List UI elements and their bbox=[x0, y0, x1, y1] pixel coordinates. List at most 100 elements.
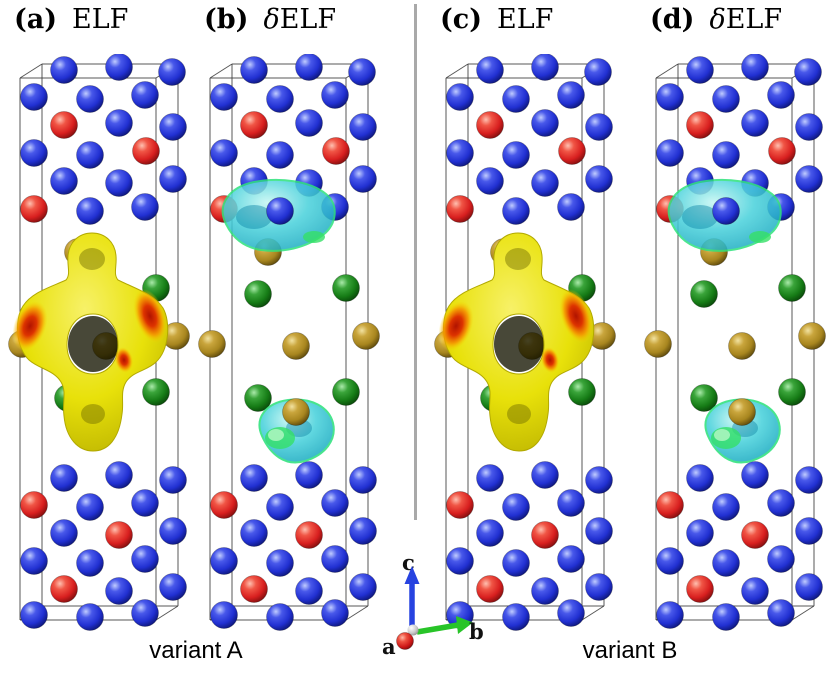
atom-red bbox=[50, 111, 78, 139]
atom-blue bbox=[476, 519, 504, 547]
atom-blue bbox=[159, 517, 187, 545]
atom-blue bbox=[585, 113, 613, 141]
atom-blue bbox=[531, 53, 559, 81]
atom-blue bbox=[585, 517, 613, 545]
atom-blue bbox=[502, 603, 530, 631]
atom-blue bbox=[767, 545, 795, 573]
panel-c-header: (c) ELF bbox=[432, 4, 618, 38]
atom-gold bbox=[282, 398, 310, 426]
crystal-structure-d bbox=[642, 53, 828, 639]
atom-blue bbox=[531, 109, 559, 137]
atom-green bbox=[778, 378, 806, 406]
crystal-structure-a bbox=[6, 53, 192, 639]
atom-gold bbox=[198, 330, 226, 358]
caption-variant-b: variant B bbox=[582, 637, 678, 664]
atom-green bbox=[568, 378, 596, 406]
atom-blue bbox=[712, 197, 740, 225]
atom-red bbox=[240, 111, 268, 139]
atom-red bbox=[20, 195, 48, 223]
atom-blue bbox=[712, 603, 740, 631]
elf-isosurface bbox=[438, 232, 595, 452]
atom-blue bbox=[557, 489, 585, 517]
panel-c-tag: (c) bbox=[440, 4, 482, 35]
atom-blue bbox=[131, 81, 159, 109]
atom-red bbox=[768, 137, 796, 165]
crystal-cell-drawing bbox=[8, 53, 190, 631]
atom-blue bbox=[76, 493, 104, 521]
atom-blue bbox=[105, 577, 133, 605]
atom-green bbox=[244, 280, 272, 308]
atom-blue bbox=[159, 573, 187, 601]
atom-blue bbox=[266, 85, 294, 113]
atom-blue bbox=[741, 461, 769, 489]
atom-blue bbox=[349, 517, 377, 545]
atom-blue bbox=[767, 489, 795, 517]
atom-blue bbox=[20, 139, 48, 167]
atom-blue bbox=[476, 56, 504, 84]
panel-b-header: (b) δELF bbox=[196, 4, 382, 38]
atom-blue bbox=[50, 167, 78, 195]
atom-blue bbox=[502, 549, 530, 577]
atom-blue bbox=[321, 599, 349, 627]
atom-green bbox=[244, 384, 272, 412]
center-divider bbox=[414, 4, 417, 520]
atom-blue bbox=[159, 466, 187, 494]
atom-blue bbox=[767, 81, 795, 109]
atom-blue bbox=[795, 113, 823, 141]
atom-blue bbox=[76, 85, 104, 113]
atom-blue bbox=[295, 53, 323, 81]
atom-blue bbox=[295, 461, 323, 489]
crystal-structure-b bbox=[196, 53, 382, 639]
atom-gold bbox=[352, 322, 380, 350]
axis-origin-knob bbox=[407, 624, 419, 636]
atom-blue bbox=[712, 493, 740, 521]
atom-blue bbox=[585, 573, 613, 601]
atom-gold bbox=[644, 330, 672, 358]
atom-blue bbox=[502, 197, 530, 225]
atom-green bbox=[332, 274, 360, 302]
atom-blue bbox=[349, 165, 377, 193]
atom-blue bbox=[349, 113, 377, 141]
atom-blue bbox=[795, 573, 823, 601]
atom-red bbox=[656, 491, 684, 519]
atom-blue bbox=[240, 519, 268, 547]
panel-a-header: (a) ELF bbox=[6, 4, 192, 38]
atom-blue bbox=[795, 517, 823, 545]
atom-blue bbox=[266, 197, 294, 225]
atom-blue bbox=[686, 519, 714, 547]
atom-red bbox=[686, 575, 714, 603]
crystal-cell-drawing bbox=[644, 53, 826, 631]
atom-red bbox=[446, 491, 474, 519]
atom-blue bbox=[131, 489, 159, 517]
atom-blue bbox=[656, 601, 684, 629]
atom-blue bbox=[158, 58, 186, 86]
atom-blue bbox=[131, 599, 159, 627]
panel-d-tag: (d) bbox=[650, 4, 695, 35]
atom-red bbox=[240, 575, 268, 603]
axis-a-sphere bbox=[396, 632, 414, 650]
crystal-cell-drawing bbox=[198, 53, 380, 631]
atom-blue bbox=[348, 58, 376, 86]
atom-blue bbox=[795, 165, 823, 193]
atom-blue bbox=[584, 58, 612, 86]
atom-red bbox=[132, 137, 160, 165]
atom-blue bbox=[446, 139, 474, 167]
atom-green bbox=[690, 384, 718, 412]
atom-blue bbox=[266, 549, 294, 577]
atom-gold bbox=[798, 322, 826, 350]
atom-blue bbox=[105, 169, 133, 197]
panel-d: (d) δELF bbox=[642, 4, 828, 639]
atom-blue bbox=[76, 603, 104, 631]
panel-b: (b) δELF bbox=[196, 4, 382, 639]
atom-blue bbox=[476, 167, 504, 195]
atom-red bbox=[686, 111, 714, 139]
atom-blue bbox=[210, 139, 238, 167]
atom-blue bbox=[210, 83, 238, 111]
atom-red bbox=[50, 575, 78, 603]
atom-blue bbox=[159, 165, 187, 193]
atom-gold bbox=[282, 332, 310, 360]
atom-blue bbox=[266, 493, 294, 521]
panel-a-title-text: ELF bbox=[72, 4, 129, 35]
atom-blue bbox=[105, 109, 133, 137]
